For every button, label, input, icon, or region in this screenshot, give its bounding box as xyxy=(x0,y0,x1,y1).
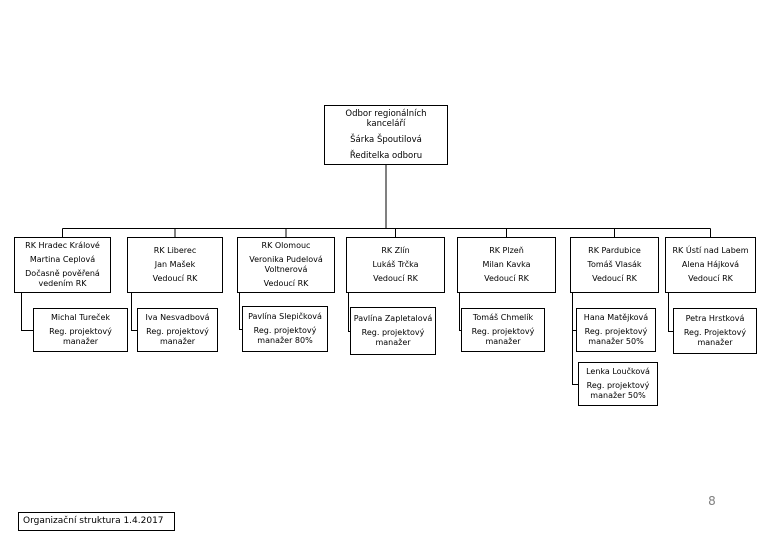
person-role: Reg. projektový manažer xyxy=(361,328,425,347)
person-role: Reg. Projektový manažer xyxy=(683,328,747,347)
person-name: Veronika Pudelová Voltnerová xyxy=(249,255,323,274)
office-title: RK Ústí nad Labem xyxy=(672,246,749,255)
person-name: Lukáš Trčka xyxy=(372,260,419,269)
person-role: Reg. projektový manažer 50% xyxy=(586,381,650,400)
person-name: Pavlína Slepičková xyxy=(248,312,322,321)
person-role: Vedoucí RK xyxy=(484,274,529,283)
staff-box-pavlina-zapletalova: Pavlína Zapletalová Reg. projektový mana… xyxy=(350,307,436,355)
org-root-box: Odbor regionálních kanceláří Šárka Špout… xyxy=(324,105,448,165)
person-role: Ředitelka odboru xyxy=(349,150,423,161)
person-role: Reg. projektový manažer xyxy=(49,327,112,346)
footer-label-box: Organizační struktura 1.4.2017 xyxy=(18,512,175,531)
staff-box-petra-hrstkova: Petra Hrstková Reg. Projektový manažer xyxy=(673,308,757,354)
person-name: Lenka Loučková xyxy=(586,367,650,376)
office-box-rk-plzen: RK Plzeň Milan Kavka Vedoucí RK xyxy=(457,237,556,293)
person-name: Alena Hájková xyxy=(681,260,740,269)
office-box-rk-pardubice: RK Pardubice Tomáš Vlasák Vedoucí RK xyxy=(570,237,659,293)
staff-box-lenka-louckova: Lenka Loučková Reg. projektový manažer 5… xyxy=(578,362,658,406)
office-box-rk-olomouc: RK Olomouc Veronika Pudelová Voltnerová … xyxy=(237,237,335,293)
person-role: Vedoucí RK xyxy=(263,279,309,288)
office-box-rk-liberec: RK Liberec Jan Mašek Vedoucí RK xyxy=(127,237,223,293)
person-role: Vedoucí RK xyxy=(688,274,733,283)
person-role: Vedoucí RK xyxy=(592,274,637,283)
person-name: Pavlína Zapletalová xyxy=(353,314,433,323)
person-name: Šárka Špoutilová xyxy=(350,135,422,145)
person-name: Martina Ceplová xyxy=(29,255,96,264)
page-number: 8 xyxy=(708,494,716,508)
person-name: Michal Tureček xyxy=(51,313,110,322)
office-box-rk-hradec-kralove: RK Hradec Králové Martina Ceplová Dočasn… xyxy=(14,237,111,293)
person-role: Reg. projektový manažer xyxy=(471,327,535,346)
department-title: Odbor regionálních kanceláří xyxy=(345,108,427,130)
person-role: Vedoucí RK xyxy=(373,274,418,283)
person-name: Milan Kavka xyxy=(482,260,531,269)
person-role: Dočasně pověřená vedením RK xyxy=(25,269,100,288)
person-name: Hana Matějková xyxy=(583,313,649,322)
person-name: Petra Hrstková xyxy=(685,314,745,323)
person-role: Reg. projektový manažer xyxy=(146,327,209,346)
staff-box-iva-nesvadbova: Iva Nesvadbová Reg. projektový manažer xyxy=(137,308,218,352)
person-role: Reg. projektový manažer 80% xyxy=(253,326,317,345)
office-title: RK Liberec xyxy=(153,246,197,255)
person-role: Vedoucí RK xyxy=(152,274,198,283)
person-role: Reg. projektový manažer 50% xyxy=(584,327,648,346)
office-title: RK Hradec Králové xyxy=(25,241,100,250)
staff-box-michal-turecek: Michal Tureček Reg. projektový manažer xyxy=(33,308,128,352)
office-title: RK Plzeň xyxy=(489,246,524,255)
staff-box-tomas-chmelik: Tomáš Chmelík Reg. projektový manažer xyxy=(461,308,545,352)
office-box-rk-zlin: RK Zlín Lukáš Trčka Vedoucí RK xyxy=(346,237,445,293)
staff-box-pavlina-slepickova: Pavlína Slepičková Reg. projektový manaž… xyxy=(242,306,328,352)
office-title: RK Pardubice xyxy=(588,246,641,255)
office-box-rk-usti-nad-labem: RK Ústí nad Labem Alena Hájková Vedoucí … xyxy=(665,237,756,293)
person-name: Tomáš Chmelík xyxy=(472,313,534,322)
person-name: Jan Mašek xyxy=(154,260,196,269)
office-title: RK Zlín xyxy=(381,246,410,255)
person-name: Tomáš Vlasák xyxy=(587,260,642,269)
staff-box-hana-matejkova: Hana Matějková Reg. projektový manažer 5… xyxy=(576,308,656,352)
office-title: RK Olomouc xyxy=(261,241,311,250)
footer-label: Organizační struktura 1.4.2017 xyxy=(23,516,164,526)
person-name: Iva Nesvadbová xyxy=(145,313,210,322)
